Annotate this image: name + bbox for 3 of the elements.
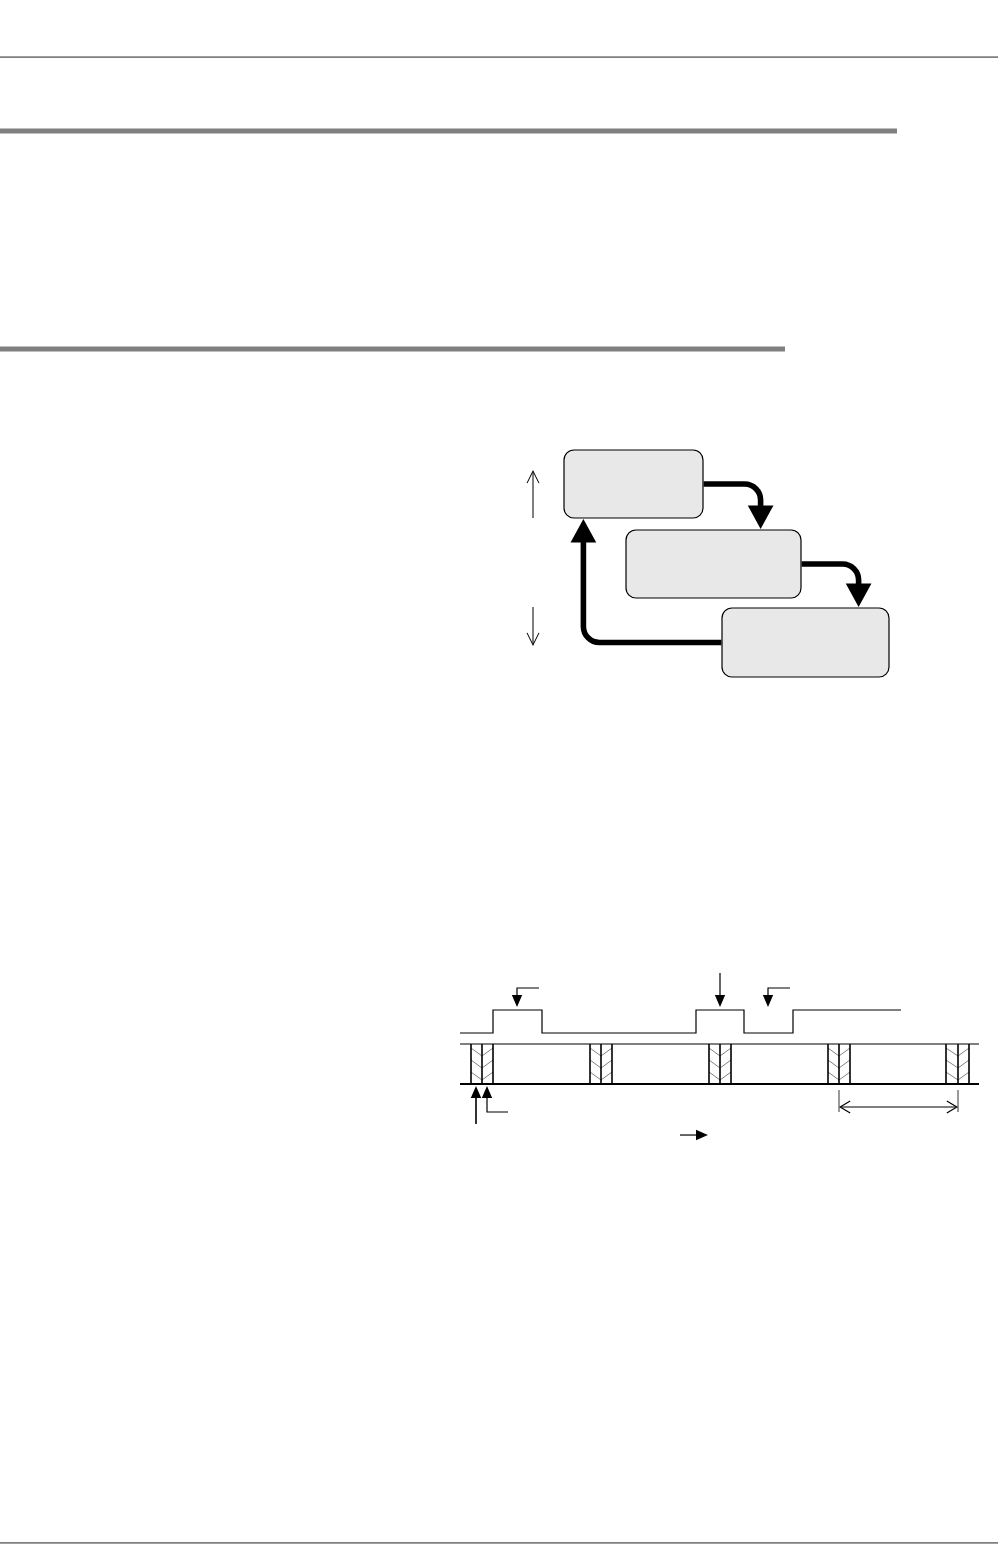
process-box — [563, 449, 704, 519]
process-box — [721, 607, 890, 678]
process-box — [625, 529, 802, 599]
